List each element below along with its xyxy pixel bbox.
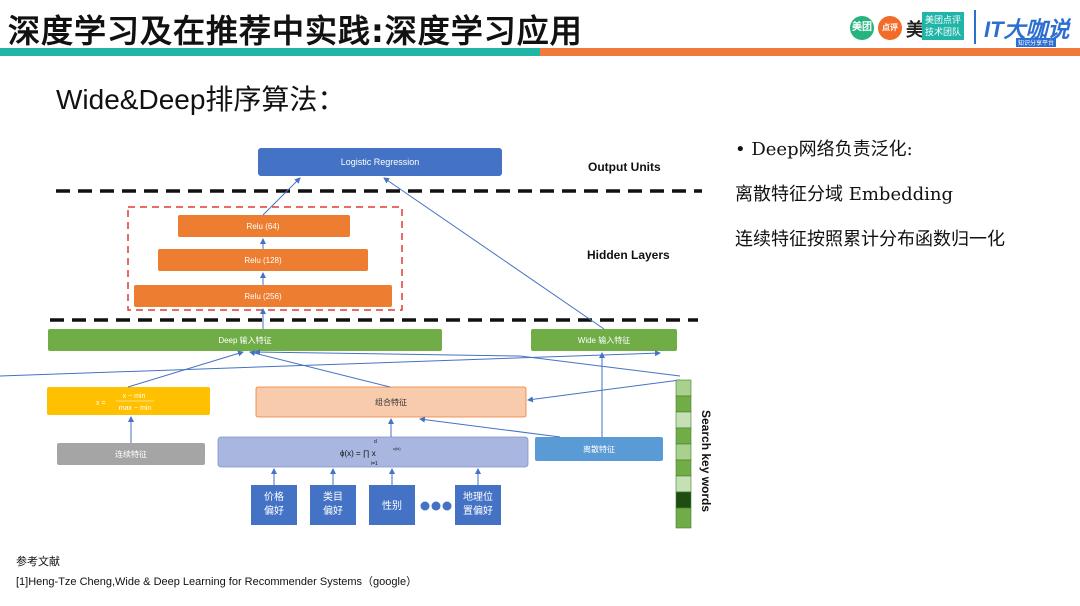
arrow-search-combo (527, 379, 681, 403)
search-keywords-vector (675, 379, 692, 529)
continuous-feature-label: 连续特征 (115, 449, 147, 459)
logistic-regression-label: Logistic Regression (341, 157, 420, 167)
norm-lhs: x = (96, 400, 106, 407)
deep-input-box (48, 329, 442, 351)
feature-gender-box (369, 485, 415, 525)
arrow-discrete-combo (419, 416, 561, 438)
feature-gender-label: 性别 (382, 499, 402, 512)
arrow-wide-logistic (383, 177, 605, 330)
feature-location-box (455, 485, 501, 525)
norm-numerator: x − min (123, 393, 146, 400)
bullet-continuous-cdf: 连续特征按照累计分布函数归一化 (735, 229, 1005, 250)
logo-divider (974, 10, 976, 44)
ellipsis-dot-2 (431, 501, 441, 511)
arrow-search-wide (0, 350, 661, 377)
meituan-logo-text: 美团 (852, 22, 872, 33)
feature-price-line2: 偏好 (264, 504, 284, 517)
relu-256-box (134, 285, 392, 307)
tech-team-line1: 美团点评 (925, 15, 962, 25)
arrow-64-logistic (262, 177, 301, 216)
logistic-regression-box (258, 148, 502, 176)
phi-formula: ϕ(x) = ∏ x (340, 449, 376, 458)
output-units-label: Output Units (588, 160, 661, 174)
relu-128-box (158, 249, 368, 271)
logo-group: 美团 点评 美 美团点评 技术团队 IT大咖说 知识分享平台 (846, 4, 1076, 47)
ellipsis-dot-1 (420, 501, 430, 511)
relu-64-box (178, 215, 350, 237)
feature-category-line2: 偏好 (323, 504, 343, 517)
continuous-feature-box (57, 443, 205, 465)
wide-input-box (531, 329, 677, 351)
header-bar-orange (540, 48, 1080, 56)
bullet-list: • Deep网络负责泛化: 离散特征分域 Embedding 连续特征按照累计分… (735, 138, 1075, 273)
references-heading: 参考文献 (16, 556, 60, 568)
references: 参考文献 [1]Heng-Tze Cheng,Wide & Deep Learn… (16, 552, 417, 592)
tech-team-line2: 技术团队 (925, 27, 962, 37)
hidden-layers-label: Hidden Layers (587, 248, 670, 262)
feature-location-line1: 地理位 (463, 490, 493, 503)
discrete-feature-box (535, 437, 663, 461)
relu-256-label: Relu (256) (244, 292, 282, 301)
reference-item-1: [1]Heng-Tze Cheng,Wide & Deep Learning f… (16, 576, 418, 588)
search-keywords-label: Search key words (699, 410, 713, 512)
bullet-deep-generalization: • Deep网络负责泛化: (735, 139, 913, 160)
phi-exponent: c(ki) (393, 446, 401, 451)
feature-location-line2: 置偏好 (463, 504, 493, 517)
mei-logo-text: 美 (906, 20, 924, 40)
wide-input-label: Wide 输入特征 (578, 335, 630, 345)
phi-upper-limit: d (374, 439, 377, 445)
feature-price-box (251, 485, 297, 525)
phi-lower-limit: i=1 (371, 461, 378, 467)
header-bar-teal (0, 48, 540, 56)
feature-category-box (310, 485, 356, 525)
feature-category-line1: 类目 (323, 490, 343, 503)
tech-team-logo: 美团点评 技术团队 (922, 12, 964, 40)
arrow-combo-deep (249, 350, 391, 388)
cross-product-box (217, 436, 529, 468)
feature-price-line1: 价格 (264, 490, 284, 503)
it-logo-sub: 知识分享平台 (1016, 38, 1057, 47)
slide-title: 深度学习及在推荐中实践:深度学习应用 (8, 12, 583, 50)
norm-denominator: max − min (119, 405, 152, 412)
section-subtitle: Wide&Deep排序算法： (56, 84, 346, 115)
meituan-logo-icon: 美团 (850, 16, 874, 40)
combo-feature-box (255, 386, 527, 418)
dianping-logo-text: 点评 (882, 23, 898, 32)
ellipsis-dot-3 (442, 501, 452, 511)
arrow-search-deep (254, 349, 681, 377)
dianping-logo-icon: 点评 (878, 16, 902, 40)
deep-input-label: Deep 输入特征 (218, 335, 271, 345)
bullet-discrete-embedding: 离散特征分域 Embedding (735, 184, 954, 205)
it-logo: IT大咖说 (984, 17, 1070, 42)
relu-128-label: Relu (128) (244, 256, 282, 265)
discrete-feature-label: 离散特征 (583, 444, 615, 454)
combo-feature-label: 组合特征 (375, 397, 407, 407)
hidden-layers-frame (127, 206, 403, 311)
relu-64-label: Relu (64) (247, 222, 280, 231)
